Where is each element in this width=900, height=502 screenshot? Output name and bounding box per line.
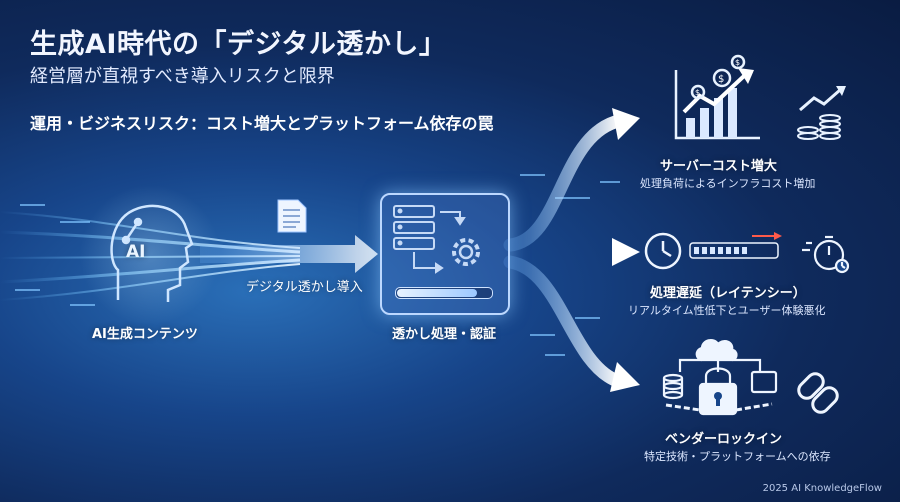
- risk-title-cost: サーバーコスト増大: [660, 159, 777, 174]
- ai-head-icon: [110, 204, 194, 302]
- risk-title-lockin: ベンダーロックイン: [665, 432, 783, 447]
- stopwatch-icon: [802, 235, 850, 274]
- ai-glow: [80, 185, 220, 325]
- risk-desc-latency: リアルタイム性低下とユーザー体験悪化: [628, 304, 826, 317]
- page-subtitle: 経営層が直視すべき導入リスクと限界: [30, 66, 335, 87]
- risk-desc-lockin: 特定技術・プラットフォームへの依存: [644, 450, 831, 463]
- clock-progress-icon: [644, 232, 779, 270]
- dollar-glyph: $: [695, 88, 700, 97]
- latency-bar-segments: [694, 247, 747, 254]
- rising-cost-chart-icon: [674, 54, 760, 140]
- ai-badge: AI: [126, 242, 146, 262]
- risk-desc-cost: 処理負荷によるインフラコスト増加: [640, 177, 816, 190]
- risk-title-latency: 処理遅延（レイテンシー）: [650, 286, 806, 301]
- dollar-glyph: $: [735, 58, 740, 67]
- footer-credit: 2025 AI KnowledgeFlow: [762, 483, 882, 494]
- document-icon: [277, 199, 307, 233]
- branch-arrow-cost: [503, 115, 622, 252]
- main-flow-arrow: [200, 235, 378, 273]
- process-progress-fill: [397, 289, 477, 297]
- branch-arrow-lockin: [503, 255, 622, 387]
- process-label: 透かし処理・認証: [392, 327, 497, 342]
- dollar-glyph: $: [718, 74, 724, 85]
- source-label: AI生成コンテンツ: [92, 327, 198, 342]
- step-label: デジタル透かし導入: [246, 280, 363, 295]
- arrowhead-lockin: [610, 362, 640, 392]
- arrowhead-cost: [612, 108, 640, 140]
- server-gear-icon: [393, 205, 480, 274]
- chain-link-icon: [797, 372, 839, 414]
- page-title: 生成AI時代の「デジタル透かし」: [30, 29, 447, 60]
- branch-arrows: [503, 115, 622, 387]
- process-progress-bar: [395, 287, 493, 299]
- arrowhead-latency: [612, 238, 640, 266]
- section-heading: 運用・ビジネスリスク：コスト増大とプラットフォーム依存の罠: [30, 114, 494, 133]
- coin-stack-icon: [797, 86, 846, 140]
